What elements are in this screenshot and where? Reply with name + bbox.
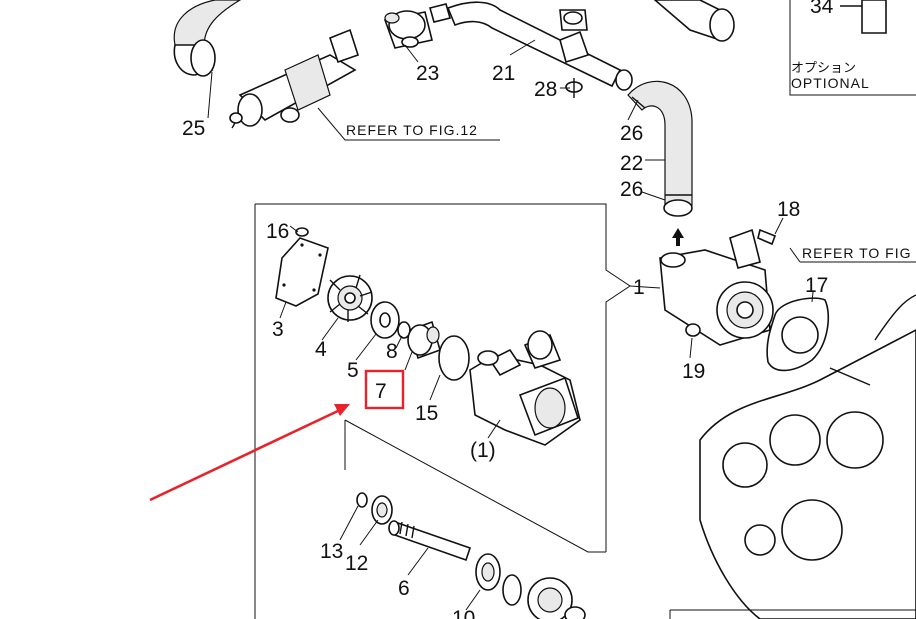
callout-18: 18 (777, 198, 800, 221)
water-pump-assembly (659, 228, 774, 346)
valve-23 (383, 3, 451, 49)
hose-22 (627, 80, 693, 217)
refer-fig12-label: REFER TO FIG.12 (346, 122, 478, 138)
cover-plate-3 (275, 237, 329, 307)
snap-ring-lower (502, 574, 522, 606)
water-pipe-21 (446, 1, 633, 91)
callout-21: 21 (492, 62, 515, 85)
exploded-frame (255, 203, 631, 552)
callout-12: 12 (345, 552, 368, 575)
callout-34: 34 (810, 0, 834, 18)
callout-6: 6 (398, 577, 410, 600)
callout-5: 5 (347, 359, 359, 382)
callout-28: 28 (534, 78, 557, 101)
bearing-12 (371, 495, 393, 525)
callout-1: 1 (633, 276, 645, 299)
bolt-28 (565, 78, 583, 98)
flow-arrow-icon (672, 228, 684, 246)
optional-label-jp: オプション (791, 61, 856, 76)
gear-lower (527, 577, 586, 619)
highlight-box (364, 369, 405, 410)
strainer-assembly (229, 28, 359, 129)
shaft-6 (388, 520, 472, 562)
callout-10: 10 (452, 607, 475, 619)
callout-26-top: 26 (620, 122, 643, 145)
o-ring-15 (438, 335, 470, 381)
screw-16 (295, 227, 309, 237)
callout-22: 22 (620, 152, 643, 175)
bolt-18 (757, 228, 777, 246)
callout-16: 16 (266, 220, 289, 243)
snap-ring-13 (356, 492, 368, 508)
wear-plate-5 (370, 301, 400, 339)
nut-19 (685, 323, 701, 337)
gasket-17 (766, 297, 830, 372)
callout-19: 19 (682, 360, 705, 383)
callout-23: 23 (416, 62, 439, 85)
callout-4: 4 (315, 338, 327, 361)
part-34 (861, 0, 887, 34)
callout-8: 8 (386, 340, 398, 363)
mechanical-seal-7 (407, 320, 441, 360)
red-arrowhead-icon (334, 404, 350, 416)
highlight-annotation: 7 (149, 369, 405, 502)
gear-case-plate (699, 294, 916, 619)
callout-7: 7 (375, 380, 387, 403)
optional-label-en: OPTIONAL (791, 75, 870, 91)
bearing-10 (475, 553, 501, 591)
refer-fig-label: REFER TO FIG (802, 245, 912, 261)
hose-25 (173, 0, 242, 77)
pump-body-1 (469, 330, 581, 446)
callout-3: 3 (272, 318, 284, 341)
leader-lines (207, 39, 814, 611)
fitting-top (559, 0, 735, 42)
callout-26-bottom: 26 (620, 178, 643, 201)
callout-17: 17 (805, 274, 828, 297)
red-arrow (149, 408, 341, 502)
callout-25: 25 (182, 117, 205, 140)
optional-frame (789, 0, 916, 96)
impeller-4 (327, 274, 373, 322)
callout-1-body: (1) (470, 439, 496, 462)
callout-13: 13 (320, 540, 343, 563)
callout-15: 15 (415, 402, 438, 425)
